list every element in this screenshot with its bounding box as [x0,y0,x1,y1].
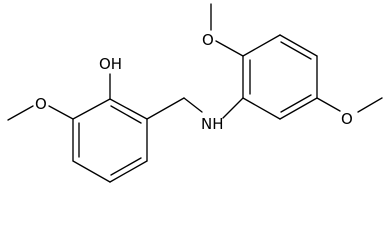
double-bond-r3-r4 [280,41,312,60]
bond-ring-ch2 [146,97,185,120]
oxygen-label-left-methoxy: O [35,95,47,113]
double-bond-r5-r6 [280,94,312,113]
bond-l3-l4 [109,160,148,183]
molecule-diagram: O O O [7,3,383,183]
bond-l6-l1 [72,98,111,120]
oxygen-label-top-methoxy: O [202,31,214,49]
amine-label: NH [201,115,224,133]
double-bond-l1-l2 [110,105,142,124]
bond-ring-o-top [215,40,244,57]
left-benzene-ring [72,98,148,183]
bond-r5-r6 [279,97,318,120]
bond-ring-o-left [48,105,74,120]
bond-ring-o-right [316,97,341,112]
top-methoxy-group: O [202,3,244,57]
bond-nh-ring [222,97,244,119]
bond-r2-r3 [242,34,281,57]
right-benzene-ring [242,34,318,120]
bond-l4-l5 [72,160,111,183]
hydroxyl-label: OH [99,55,122,73]
bond-o-ch3-left [7,105,34,121]
structure-canvas: O O O [7,3,383,183]
left-methoxy-group: O [7,95,74,121]
bond-l1-l2 [109,98,148,120]
double-bond-l3-l4 [110,157,142,176]
bond-ch2-nh [183,97,203,113]
bond-r6-r1 [242,97,281,120]
bond-r3-r4 [279,34,318,57]
oxygen-label-right-methoxy: O [341,110,353,128]
right-methoxy-group: O [316,97,383,128]
bond-o-ch3-right [357,97,383,113]
